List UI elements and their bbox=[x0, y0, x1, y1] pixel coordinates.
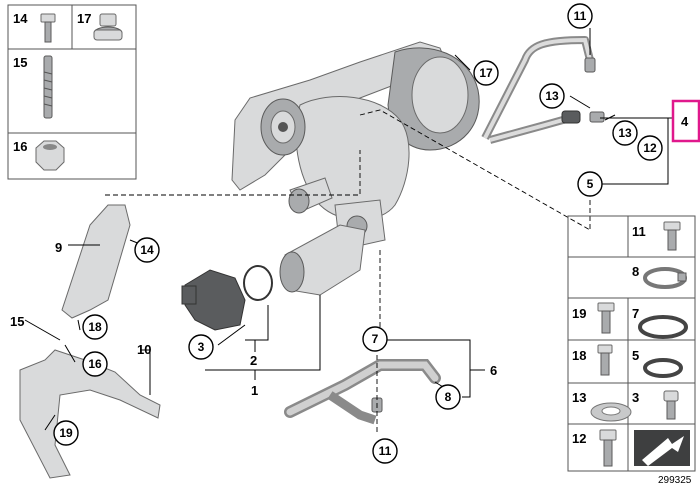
callout-19: 19 bbox=[53, 420, 79, 446]
hollow-bolt-11-icon bbox=[663, 221, 681, 251]
right-grid-3: 3 bbox=[632, 390, 639, 405]
right-grid-18: 18 bbox=[572, 348, 586, 363]
label-1: 1 bbox=[251, 383, 258, 398]
hex-nut-16-icon bbox=[35, 140, 65, 171]
right-grid-8: 8 bbox=[632, 264, 639, 279]
left-grid-17: 17 bbox=[77, 11, 91, 26]
label-2: 2 bbox=[250, 353, 257, 368]
bolt-19-icon bbox=[597, 302, 615, 334]
wastegate-actuator bbox=[181, 269, 246, 331]
stud-15-icon bbox=[43, 55, 53, 119]
hose-clamp-8-icon bbox=[643, 267, 687, 289]
label-15: 15 bbox=[10, 314, 24, 329]
callout-11-bottom: 11 bbox=[372, 438, 398, 464]
collar-nut-17-icon bbox=[93, 13, 123, 41]
left-grid-16: 16 bbox=[13, 139, 27, 154]
label-6: 6 bbox=[490, 363, 497, 378]
callout-11-top: 11 bbox=[567, 3, 593, 29]
svg-text:18: 18 bbox=[88, 320, 102, 334]
bolt-18-icon bbox=[597, 344, 613, 376]
svg-text:13: 13 bbox=[618, 126, 632, 140]
right-grid-12: 12 bbox=[572, 431, 586, 446]
bolt-3-icon bbox=[663, 390, 679, 420]
callout-14: 14 bbox=[134, 237, 160, 263]
left-grid-14: 14 bbox=[13, 11, 28, 26]
svg-text:7: 7 bbox=[372, 332, 379, 346]
callout-17: 17 bbox=[473, 60, 499, 86]
label-4: 4 bbox=[681, 114, 689, 129]
left-grid-15: 15 bbox=[13, 55, 27, 70]
o-ring-5-icon bbox=[643, 358, 683, 378]
label-10: 10 bbox=[137, 342, 151, 357]
right-parts-grid: 11 8 19 7 18 5 13 3 12 bbox=[567, 215, 696, 472]
callout-16: 16 bbox=[82, 351, 108, 377]
hollow-bolt-12-icon bbox=[599, 429, 617, 467]
right-grid-7: 7 bbox=[632, 306, 639, 321]
svg-text:13: 13 bbox=[545, 89, 559, 103]
callout-13-upper: 13 bbox=[539, 83, 565, 109]
callout-3: 3 bbox=[188, 334, 214, 360]
callout-12: 12 bbox=[637, 135, 663, 161]
svg-text:19: 19 bbox=[59, 426, 73, 440]
left-parts-grid: 14 17 15 16 bbox=[7, 4, 137, 180]
svg-text:11: 11 bbox=[574, 9, 587, 23]
svg-text:5: 5 bbox=[587, 177, 594, 191]
label-9: 9 bbox=[55, 240, 62, 255]
callout-7: 7 bbox=[362, 326, 388, 352]
label-4-highlight: 4 bbox=[671, 99, 700, 143]
gasket bbox=[243, 265, 273, 301]
right-grid-5: 5 bbox=[632, 348, 639, 363]
bracket-9 bbox=[61, 204, 131, 319]
svg-text:17: 17 bbox=[479, 66, 493, 80]
bolt-14-icon bbox=[40, 13, 56, 43]
o-ring-7-icon bbox=[638, 315, 688, 339]
leader-lines bbox=[24, 28, 675, 435]
callout-13-lower: 13 bbox=[612, 120, 638, 146]
diagram-number: 299325 bbox=[658, 475, 692, 486]
svg-text:16: 16 bbox=[88, 357, 102, 371]
turbocharger-assembly bbox=[231, 41, 480, 296]
callout-8: 8 bbox=[435, 384, 461, 410]
svg-text:12: 12 bbox=[643, 141, 657, 155]
right-grid-19: 19 bbox=[572, 306, 586, 321]
svg-text:8: 8 bbox=[445, 390, 452, 404]
oil-line-fitting bbox=[561, 110, 581, 124]
callout-5: 5 bbox=[577, 171, 603, 197]
orientation-arrow-icon bbox=[634, 430, 690, 466]
callout-18: 18 bbox=[82, 314, 108, 340]
svg-text:3: 3 bbox=[198, 340, 205, 354]
right-grid-11: 11 bbox=[632, 224, 646, 239]
support-bracket-10 bbox=[19, 349, 161, 479]
svg-text:14: 14 bbox=[140, 243, 154, 257]
right-grid-13: 13 bbox=[572, 390, 586, 405]
washer-13-icon bbox=[590, 402, 632, 422]
svg-text:11: 11 bbox=[379, 444, 392, 458]
